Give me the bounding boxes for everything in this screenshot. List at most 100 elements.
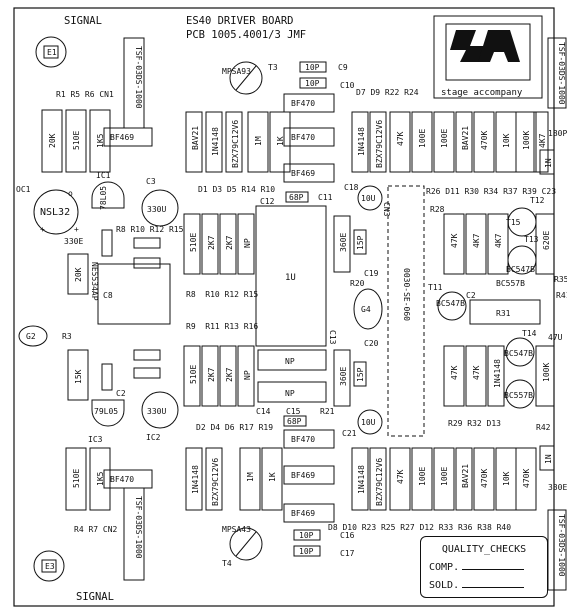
resistor-r41-label: R35: [554, 275, 567, 284]
comp-row: COMP.: [429, 559, 539, 577]
svg-text:BF470: BF470: [291, 99, 315, 108]
svg-text:CN3: CN3: [382, 202, 391, 217]
svg-text:OC1: OC1: [16, 185, 31, 194]
svg-text:C9: C9: [338, 63, 348, 72]
cap-c11-label: C11: [318, 193, 333, 202]
svg-text:68P: 68P: [289, 193, 304, 202]
cap-c24-label: R42: [536, 423, 551, 432]
svg-text:BZX79C12V6: BZX79C12V6: [375, 458, 384, 506]
svg-text:BF470: BF470: [110, 475, 134, 484]
ic-footprint-dashed: CN3 0030-SE-060: [382, 185, 425, 437]
resistor-r35-label: BC557B: [496, 279, 525, 288]
svg-text:BF469: BF469: [291, 169, 315, 178]
resistor-r42-label: 47U: [548, 333, 563, 342]
transistor-t7: BF469: [283, 163, 335, 183]
svg-text:T4: T4: [222, 559, 232, 568]
cap-68p-top: 68P: [285, 191, 309, 203]
comp-signature-line[interactable]: [462, 559, 525, 570]
cap-c19-label: C19: [364, 269, 379, 278]
svg-text:47K: 47K: [472, 365, 481, 380]
board-outline: [13, 7, 555, 607]
cap-1n-top: 1N: [539, 149, 555, 175]
svg-text:47K: 47K: [450, 365, 459, 380]
transistor-t1: BF469: [103, 127, 153, 147]
svg-text:1N: 1N: [544, 158, 553, 168]
cap-15p-top: 15P: [353, 229, 367, 255]
svg-text:4K7: 4K7: [538, 133, 547, 148]
svg-text:20K: 20K: [48, 133, 57, 148]
res-360e-top: 360E: [333, 215, 351, 273]
svg-text:G2: G2: [26, 332, 36, 341]
cap-c3: C3 330U: [141, 177, 179, 227]
row-label-bottom: D8 D10 R23 R25 R27 D12 R33 R36 R38 R40: [328, 523, 511, 532]
cap-47u: R31: [469, 299, 541, 325]
svg-text:BZX79C12V6: BZX79C12V6: [211, 458, 220, 506]
svg-text:4K7: 4K7: [472, 233, 481, 248]
svg-text:C2: C2: [116, 389, 126, 398]
cap-c22-label: R41: [556, 291, 567, 300]
res-330e-top: [101, 229, 113, 257]
svg-text:1N4148: 1N4148: [357, 127, 366, 156]
svg-text:C17: C17: [340, 549, 355, 558]
cap-c13-label: C13: [328, 330, 337, 345]
cap-33p: [133, 257, 161, 269]
transistor-t4: MPSA43 T4: [222, 525, 263, 568]
svg-text:1N4148: 1N4148: [357, 465, 366, 494]
cap-c9: 10P C9: [299, 61, 348, 73]
svg-text:510E: 510E: [72, 131, 81, 150]
resistor-row-label-r8: R8 R10 R12 R15: [186, 290, 259, 299]
resistor-row-label-r9: R9 R11 R13 R16: [186, 322, 259, 331]
svg-text:100K: 100K: [542, 363, 551, 382]
svg-text:47K: 47K: [396, 469, 405, 484]
cap-1n-bottom: 1N: [539, 445, 555, 471]
svg-text:1M: 1M: [246, 472, 255, 482]
svg-text:78L05: 78L05: [99, 186, 108, 210]
svg-text:1N4148: 1N4148: [493, 359, 502, 388]
cn2-row-label: R4 R7 CN2: [74, 525, 118, 534]
svg-text:470K: 470K: [522, 469, 531, 488]
res-360e-bottom: 360E: [333, 349, 351, 407]
connector-right-bottom: TSF-03DS-1000: [547, 509, 567, 591]
cap-10u-bottom: 10U: [357, 409, 383, 435]
board-title: ES40 DRIVER BOARD: [186, 15, 293, 27]
svg-text:TSF-03DS-1000: TSF-03DS-1000: [557, 42, 566, 105]
svg-text:100E: 100E: [440, 129, 449, 148]
cap-c18-label: C18: [344, 183, 359, 192]
transistor-t10: BF469: [283, 503, 335, 523]
terminal-g4: G4: [353, 288, 383, 330]
transistor-t5: BF470: [283, 93, 335, 113]
terminal-e3: E3: [33, 550, 65, 582]
resistor-20k: 20K: [67, 253, 89, 295]
svg-text:330U: 330U: [147, 205, 166, 214]
optocoupler-oc1: OC1 NSL32 o++: [16, 185, 79, 235]
svg-text:4K7: 4K7: [494, 233, 503, 248]
svg-text:BF469: BF469: [291, 509, 315, 518]
svg-text:TSF-03DS-1000: TSF-03DS-1000: [134, 46, 143, 109]
res-330e-bottom: [101, 363, 113, 391]
resistor-r20-label: R20: [350, 279, 365, 288]
terminal-e1: E1: [35, 36, 67, 68]
transistor-t6: BF470: [283, 127, 335, 147]
board-subtitle: PCB 1005.4001/3 JMF: [186, 29, 306, 41]
cap-c10: 10P C10: [299, 77, 355, 90]
svg-text:330U: 330U: [147, 407, 166, 416]
connector-cn1: TSF-03DS-1000: [123, 37, 145, 129]
sold-signature-line[interactable]: [462, 577, 525, 588]
resistor-block-left-top: 20K 510E 1K5: [41, 109, 111, 173]
terminal-g2: G2: [18, 325, 48, 347]
svg-text:510E: 510E: [72, 469, 81, 488]
cap-c15-label: C15: [286, 407, 301, 416]
cap-np-a: NP: [257, 349, 327, 371]
transistor-t2: BF470: [103, 469, 153, 489]
svg-text:MPSA43: MPSA43: [222, 525, 251, 534]
row-label-mid2: D2 D4 D6 R17 R19: [196, 423, 273, 432]
resistor-r21-label: R21: [320, 407, 335, 416]
cap-100n-top: [133, 237, 161, 249]
svg-text:360E: 360E: [339, 233, 348, 252]
svg-text:1K: 1K: [276, 136, 285, 146]
svg-text:100E: 100E: [418, 467, 427, 486]
row-label-mid: D1 D3 D5 R14 R10: [198, 185, 275, 194]
svg-text:2K7: 2K7: [207, 235, 216, 250]
